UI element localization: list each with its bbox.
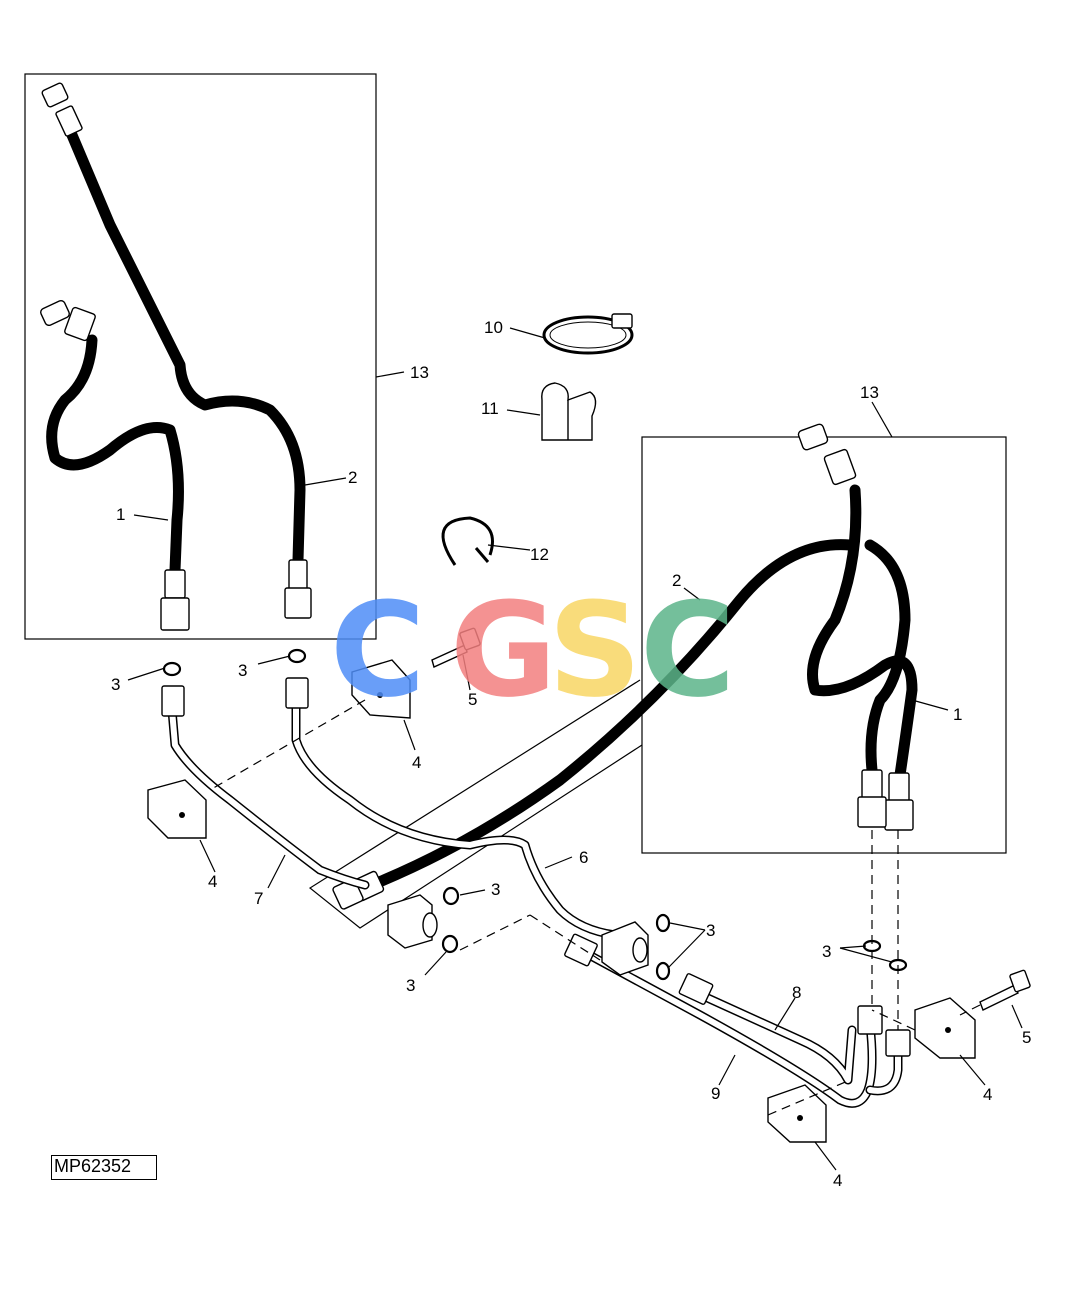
tube-7 <box>161 685 370 890</box>
o-ring-3-a <box>162 661 182 677</box>
clamp-block-4-upper <box>351 659 411 719</box>
clip-11 <box>541 382 597 441</box>
watermark-letter-1: C <box>330 574 425 726</box>
o-ring-3-f <box>655 961 671 981</box>
clamp-block-4-bottom <box>767 1084 827 1143</box>
callout-2-right: 2 <box>672 571 681 590</box>
tee-fitting-right <box>601 921 649 976</box>
callout-3-a: 3 <box>111 675 120 694</box>
callout-3-f: 3 <box>822 942 831 961</box>
callout-3-b: 3 <box>238 661 247 680</box>
callout-10: 10 <box>484 318 503 337</box>
clamp-block-4-right <box>914 997 976 1059</box>
callout-4-b: 4 <box>208 872 217 891</box>
callout-6: 6 <box>579 848 588 867</box>
left-hose-1 <box>40 299 190 631</box>
clamp-block-4-left <box>147 779 207 839</box>
callout-3-d: 3 <box>406 976 415 995</box>
callout-12: 12 <box>530 545 549 564</box>
callout-3-c: 3 <box>491 880 500 899</box>
watermark-letter-2: G <box>450 574 557 726</box>
watermark: C G S C <box>330 574 735 726</box>
callout-4-d: 4 <box>833 1171 842 1190</box>
callout-5-b: 5 <box>1022 1028 1031 1047</box>
right-hose-1 <box>797 423 918 831</box>
tube-8 <box>678 973 857 1085</box>
callout-2-left: 2 <box>348 468 357 487</box>
watermark-letter-3: S <box>548 574 642 726</box>
callout-11: 11 <box>481 399 499 418</box>
callout-1-left: 1 <box>116 505 125 524</box>
callout-1-right: 1 <box>953 705 962 724</box>
callout-13-left: 13 <box>410 363 429 382</box>
o-ring-3-e <box>655 913 671 933</box>
watermark-letter-4: C <box>640 574 735 726</box>
clamp-10 <box>542 313 634 355</box>
bolt-5-right <box>979 969 1031 1011</box>
callout-4-a: 4 <box>412 753 421 772</box>
callout-3-e: 3 <box>706 921 715 940</box>
reference-code: MP62352 <box>54 1156 132 1176</box>
callout-8: 8 <box>792 983 801 1002</box>
callout-labels: 1 2 13 13 1 2 10 11 12 3 3 3 3 3 3 4 4 4… <box>111 318 1031 1190</box>
callout-9: 9 <box>711 1084 720 1103</box>
leader-lines <box>127 327 1023 1171</box>
callout-7: 7 <box>254 889 263 908</box>
o-ring-3-b <box>287 648 307 664</box>
bolt-5-upper <box>431 627 481 668</box>
right-hose-2 <box>857 539 911 828</box>
o-ring-3-c <box>442 886 460 906</box>
left-inset-frame <box>24 73 377 640</box>
reference-code-box <box>51 1155 157 1180</box>
left-hose-2 <box>41 82 312 619</box>
callout-5-a: 5 <box>468 690 477 709</box>
o-ring-3-d <box>441 934 459 954</box>
callout-13-right: 13 <box>860 383 879 402</box>
alignment-lines <box>209 699 981 1116</box>
tube-6 <box>285 677 620 940</box>
callout-4-c: 4 <box>983 1085 992 1104</box>
clip-12 <box>441 516 494 566</box>
tee-fitting-left <box>387 894 438 949</box>
